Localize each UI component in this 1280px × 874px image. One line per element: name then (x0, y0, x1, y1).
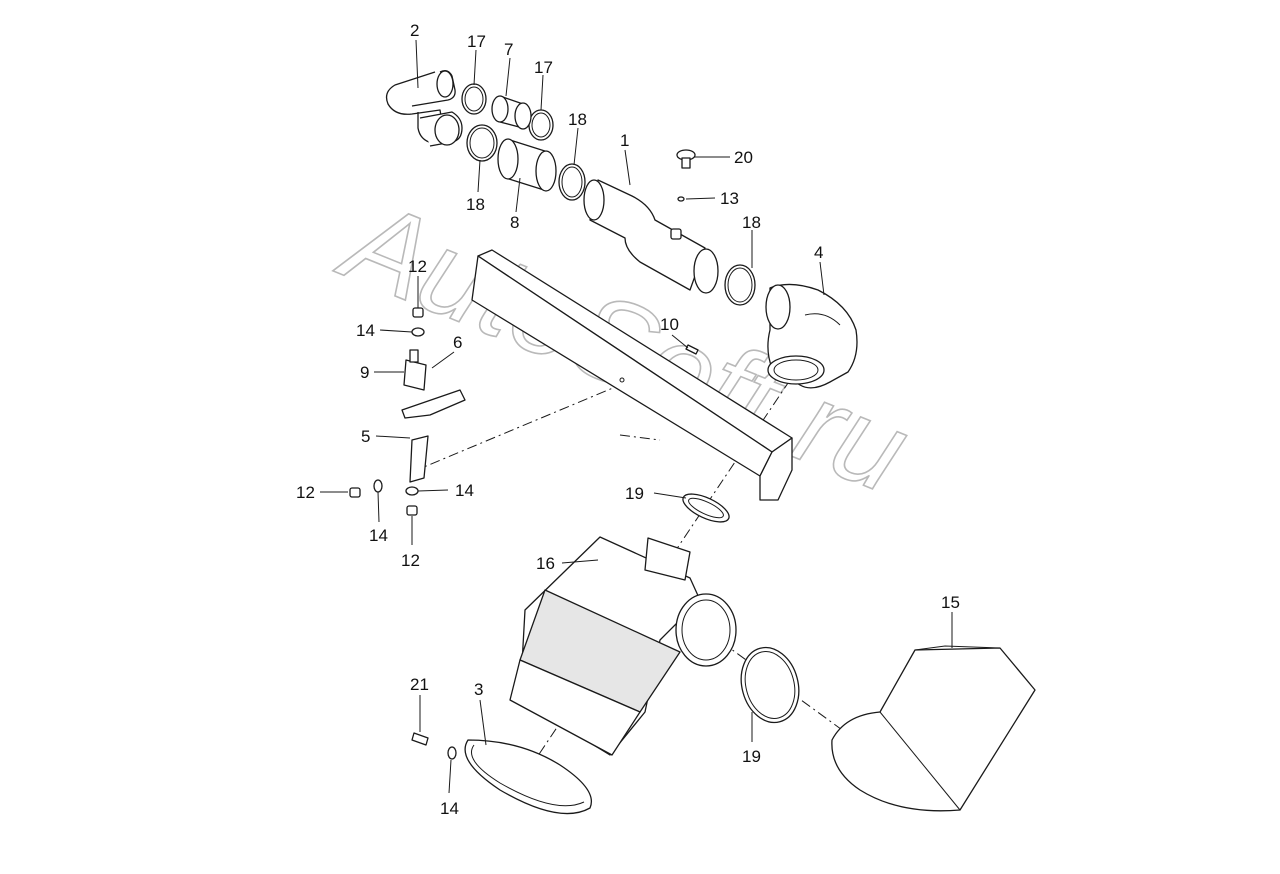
callout-19-upper: 19 (625, 484, 644, 503)
part-16-air-filter (509, 536, 737, 756)
callout-14-right: 14 (455, 481, 474, 500)
part-19-gasket-upper (682, 493, 730, 523)
callout-20: 20 (734, 148, 753, 167)
callout-12-left: 12 (296, 483, 315, 502)
part-17-clamp-left (461, 83, 487, 115)
callout-18-right: 18 (742, 213, 761, 232)
callout-10: 10 (660, 315, 679, 334)
part-10-bolt (685, 344, 699, 355)
callout-13: 13 (720, 189, 739, 208)
callout-14-bottom: 14 (440, 799, 459, 818)
part-4-elbow (765, 283, 858, 389)
part-18-clamp-lower (466, 124, 498, 162)
callout-9: 9 (360, 363, 369, 382)
part-20-pressure-sensor (676, 149, 696, 169)
part-14-washer-left (373, 479, 383, 493)
callout-16: 16 (536, 554, 555, 573)
part-12-nut-left (349, 487, 361, 498)
callout-17-left: 17 (467, 32, 486, 51)
callout-6: 6 (453, 333, 462, 352)
callout-8: 8 (510, 213, 519, 232)
part-3-band-clamp (464, 739, 592, 815)
center-axis-bolt (619, 434, 661, 441)
callout-14-left: 14 (369, 526, 388, 545)
callout-18-mid: 18 (568, 110, 587, 129)
part-19-clamp-lower (740, 646, 800, 724)
part-1-intake-pipe (583, 179, 719, 294)
callout-7: 7 (504, 40, 513, 59)
part-7-hose (491, 95, 532, 130)
callout-1: 1 (620, 131, 629, 150)
part-14-washer-right (405, 486, 419, 496)
part-21-bolt (411, 732, 429, 746)
part-17-clamp-right (528, 109, 554, 141)
part-2-elbow-pipe (385, 70, 463, 147)
callout-15: 15 (941, 593, 960, 612)
callout-18-lower: 18 (466, 195, 485, 214)
part-18-clamp-right (724, 264, 756, 306)
callout-12-bottom: 12 (401, 551, 420, 570)
part-15-intake-hood (831, 645, 1036, 812)
center-axis-bracket (411, 384, 621, 473)
callout-21: 21 (410, 675, 429, 694)
callout-14-top: 14 (356, 321, 375, 340)
part-13-washer (677, 196, 685, 202)
part-6-bracket (401, 389, 466, 419)
callout-3: 3 (474, 680, 483, 699)
part-9-water-separator (403, 349, 427, 391)
part-5-plate (409, 435, 429, 483)
part-14-washer-bottom (447, 746, 457, 760)
part-8-sleeve (497, 138, 557, 192)
part-12-nut-top (412, 307, 424, 318)
callout-4: 4 (814, 243, 823, 262)
part-18-clamp-mid (558, 163, 586, 201)
callout-17-right: 17 (534, 58, 553, 77)
callout-19-lower: 19 (742, 747, 761, 766)
support-channel (471, 249, 793, 501)
callout-12-top: 12 (408, 257, 427, 276)
callout-2: 2 (410, 21, 419, 40)
part-14-washer-top (411, 327, 425, 337)
part-12-nut-bottom (406, 505, 418, 516)
leader-lines (320, 39, 953, 794)
callout-5: 5 (361, 427, 370, 446)
